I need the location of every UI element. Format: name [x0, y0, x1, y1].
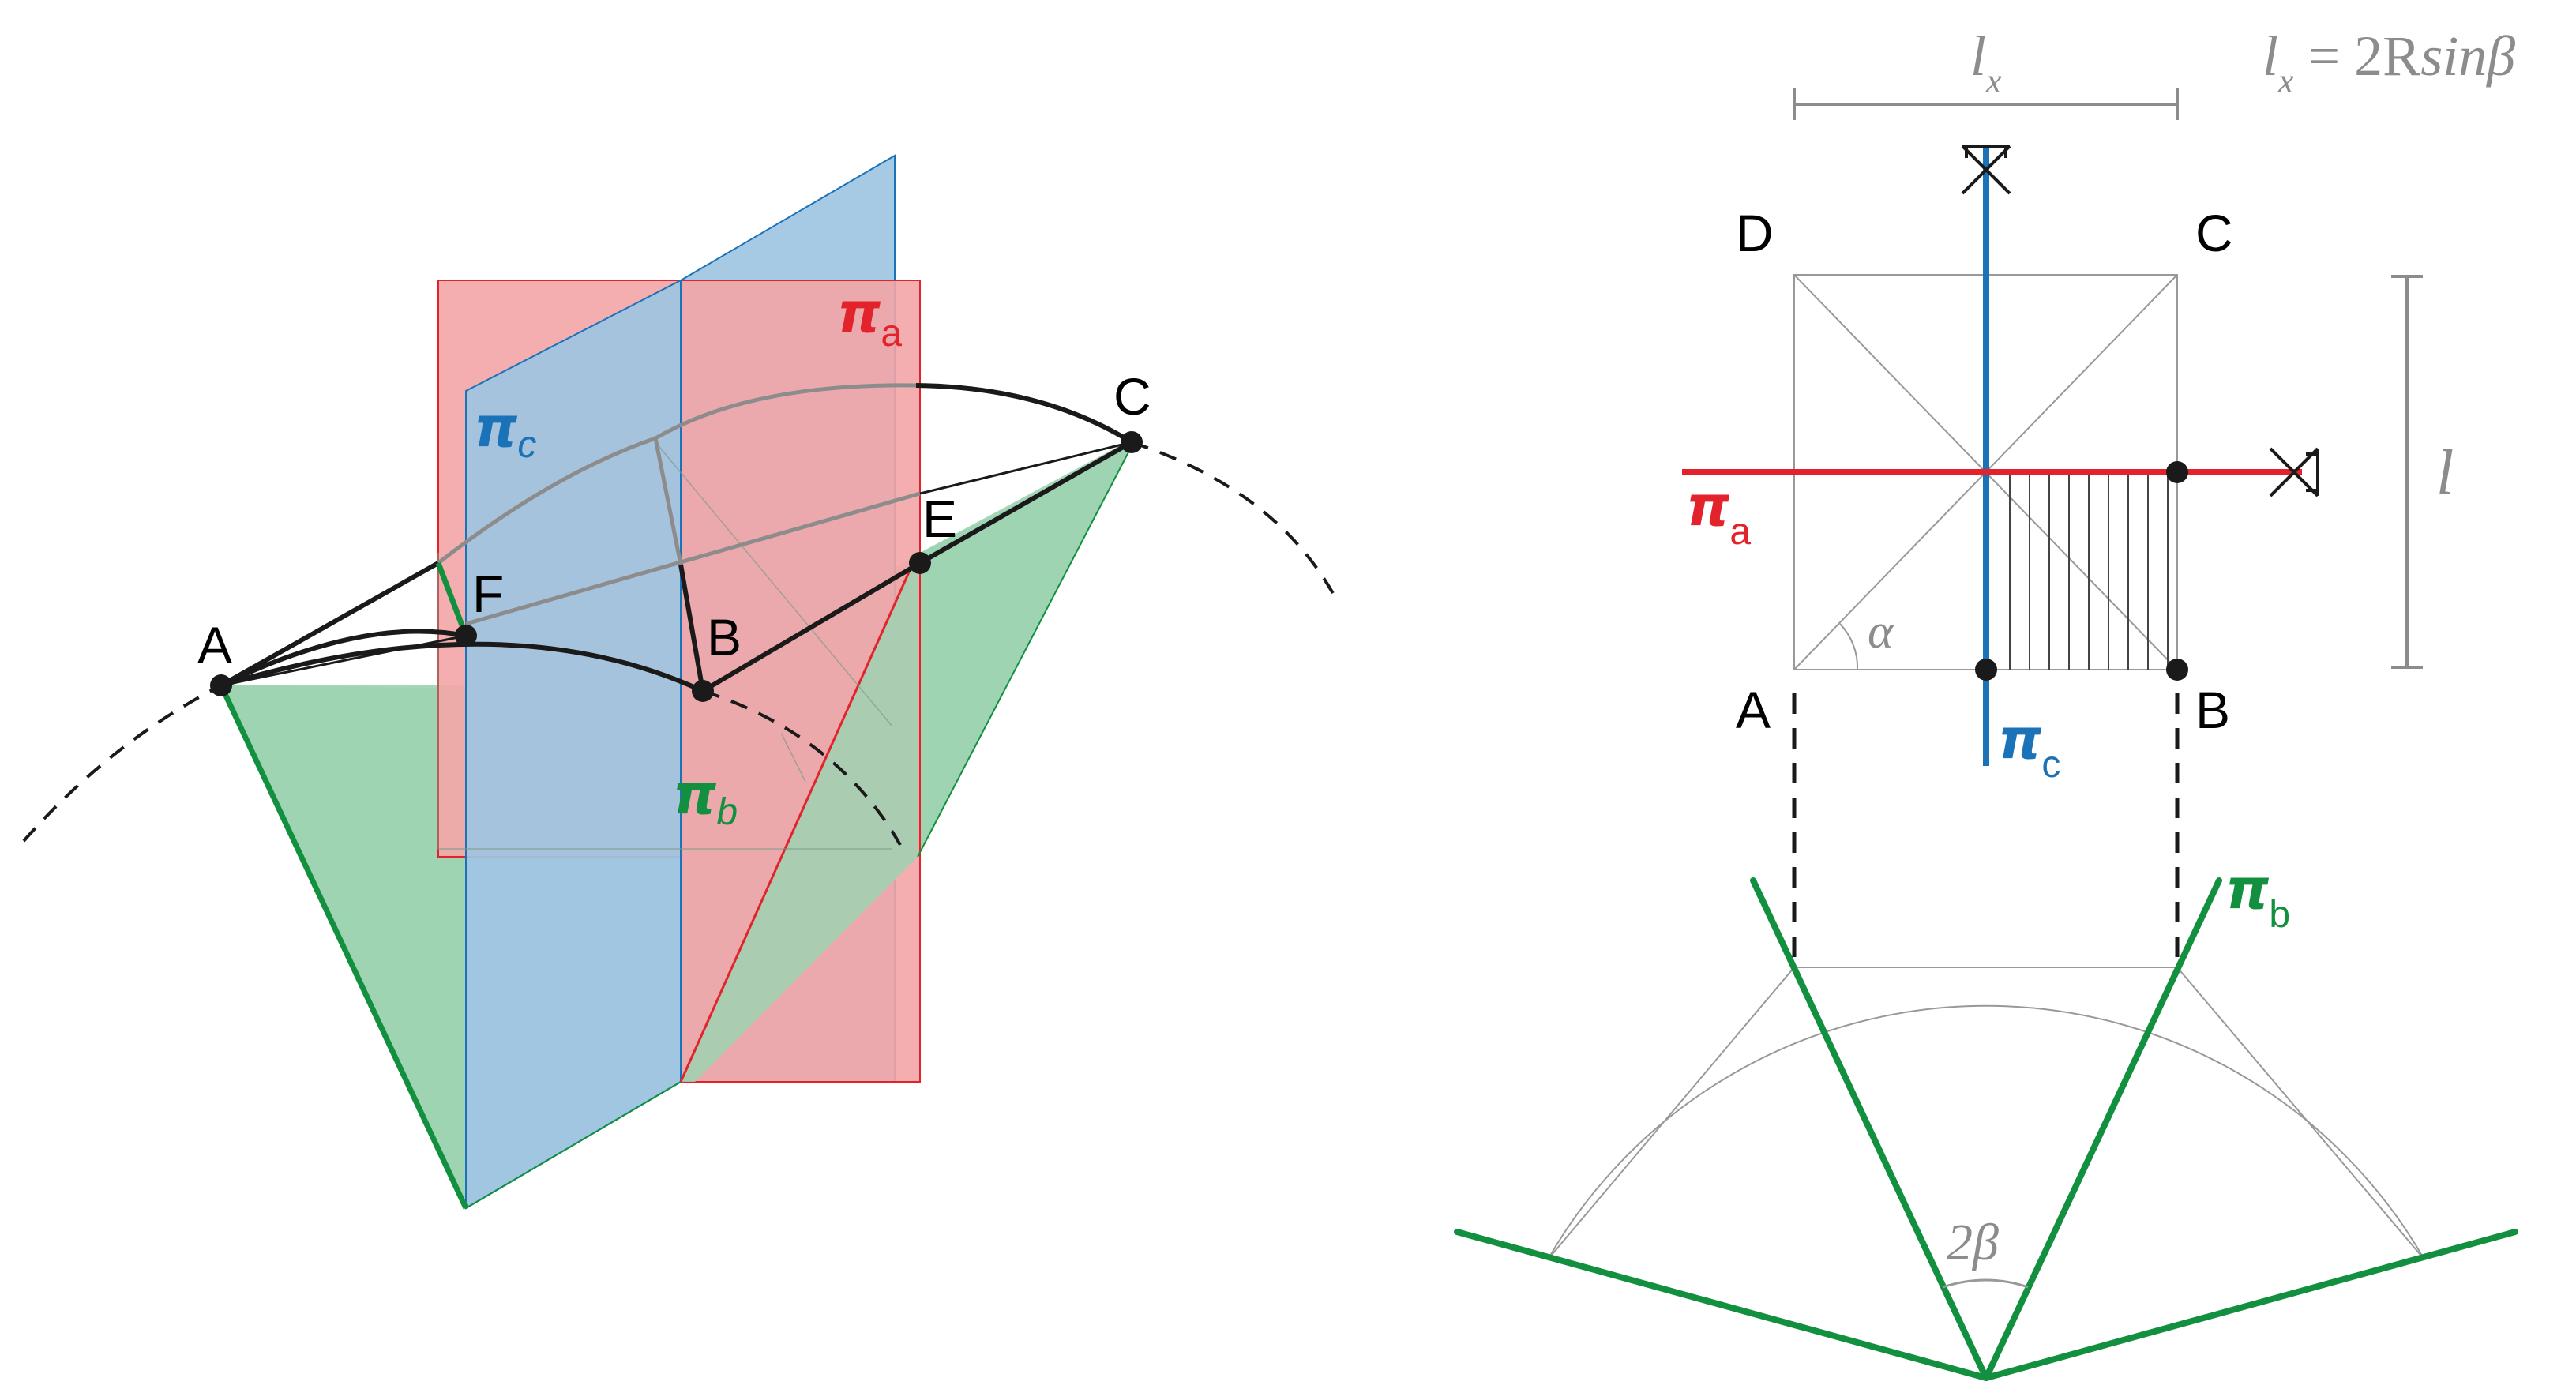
left-points — [210, 431, 1143, 702]
right-plane-a-label: πa — [1686, 474, 1751, 553]
label-e: E — [922, 490, 957, 548]
sphere-arc-dashed-mid — [702, 689, 902, 846]
green-plane-edge-bottom — [465, 1081, 682, 1209]
right-points — [1975, 461, 2188, 681]
formula: lx = 2Rsinβ — [2262, 24, 2515, 100]
point-a — [210, 674, 232, 696]
left-plane-a-label: πa — [837, 280, 902, 355]
sphere-arc-dashed — [22, 684, 222, 843]
two-beta-arc — [1942, 1278, 2029, 1289]
front-edges — [220, 383, 1133, 693]
point-pi-a-bc — [2166, 461, 2188, 483]
section-chords — [1547, 967, 2425, 1260]
section-arc — [1547, 1004, 2425, 1260]
corner-d: D — [1736, 204, 1774, 262]
plane-b-thick-edges — [218, 561, 469, 1210]
red-plane-diagonal — [679, 552, 919, 1083]
hidden-lines — [437, 441, 893, 850]
section-marker-top — [1961, 145, 2011, 195]
label-c: C — [1113, 367, 1151, 426]
projection-lines — [1792, 693, 2180, 967]
corner-a: A — [1736, 681, 1771, 739]
point-e — [909, 552, 931, 574]
left-3d-view: A F B E C πa πc πb — [22, 154, 1336, 1210]
label-a: A — [197, 616, 232, 674]
thin-edges — [220, 441, 1132, 687]
dim-lx — [1793, 88, 2179, 120]
label-b: B — [707, 608, 742, 666]
right-plane-b-label: πb — [2225, 857, 2290, 936]
dim-l-label: l — [2436, 438, 2454, 508]
right-plane-c-label: πc — [1998, 707, 2060, 786]
point-pi-c-ab — [1975, 659, 1997, 681]
alpha-arc — [1839, 623, 1859, 670]
point-b — [692, 680, 714, 702]
plane-b-traces — [1454, 877, 2518, 1381]
point-c — [1121, 431, 1143, 453]
two-beta-label: 2β — [1947, 1214, 1999, 1271]
section-marker-right — [2269, 447, 2319, 497]
green-plane-edge-right — [917, 445, 1132, 858]
left-plane-c-label: πc — [474, 395, 536, 466]
label-f: F — [472, 565, 504, 623]
back-edges — [437, 383, 921, 626]
right-plan-view: α D C A B πa πc πb lx l — [1454, 24, 2518, 1381]
point-b-plan — [2166, 659, 2188, 681]
corner-b: B — [2195, 681, 2230, 739]
dim-l — [2391, 275, 2423, 669]
point-f — [455, 625, 477, 647]
dim-lx-label: lx — [1970, 24, 2002, 100]
alpha-label: α — [1868, 605, 1894, 659]
hatched-area — [1985, 474, 2169, 670]
left-plane-b-label: πb — [673, 762, 738, 833]
corner-c: C — [2195, 204, 2233, 262]
sphere-arc-dashed-right — [1131, 441, 1336, 597]
